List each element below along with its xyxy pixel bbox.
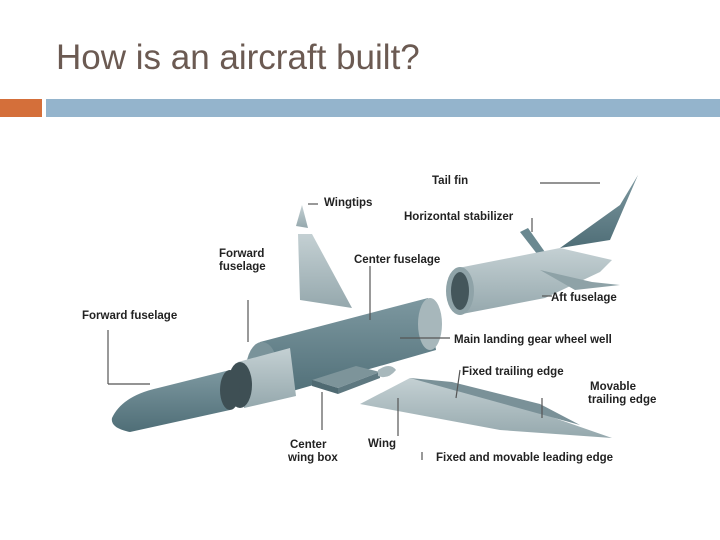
label-wing: Wing [368, 438, 396, 450]
aft-fuselage-opening [451, 272, 469, 310]
label-aft-fuselage: Aft fuselage [551, 292, 617, 304]
label-tail-fin: Tail fin [432, 175, 468, 187]
label-fixed-trailing-edge: Fixed trailing edge [462, 366, 564, 378]
label-movable-trailing-edge-1: Movable [590, 381, 636, 393]
accent-bar-orange [0, 99, 42, 117]
center-fuselage-part [260, 298, 436, 398]
aft-fuselage-part [458, 248, 612, 314]
nose-opening [220, 370, 240, 410]
accent-bar-blue [46, 99, 720, 117]
label-center-fuselage: Center fuselage [354, 254, 440, 266]
label-forward-fuselage-upper-1: Forward [219, 248, 264, 260]
label-center-wing-box-2: wing box [287, 452, 338, 464]
label-forward-fuselage: Forward fuselage [82, 310, 177, 322]
forward-fuselage-section [238, 348, 296, 408]
center-wing-box-side [312, 380, 338, 394]
label-horizontal-stabilizer: Horizontal stabilizer [404, 211, 514, 223]
center-wing-box-part [312, 366, 380, 388]
aft-fuselage-stabilizer [540, 270, 620, 290]
leader-lines [107, 182, 600, 460]
label-leading-edge: Fixed and movable leading edge [436, 452, 613, 464]
wingtip-part [296, 205, 308, 228]
center-fuselage-rear [418, 298, 442, 350]
label-forward-fuselage-upper-2: fuselage [219, 261, 266, 273]
label-main-landing-gear: Main landing gear wheel well [454, 334, 612, 346]
main-wing-part [360, 378, 612, 438]
center-wing-box-front [338, 372, 380, 394]
label-wingtips: Wingtips [324, 197, 372, 209]
slide-title: How is an aircraft built? [56, 38, 420, 77]
nose-section [111, 370, 230, 432]
label-movable-trailing-edge-2: trailing edge [588, 394, 656, 406]
tail-fin-part [560, 175, 638, 248]
center-wing-part [298, 234, 352, 308]
label-center-wing-box-1: Center [290, 439, 327, 451]
trailing-edge-part [410, 378, 580, 425]
landing-gear-well-part [378, 366, 396, 378]
